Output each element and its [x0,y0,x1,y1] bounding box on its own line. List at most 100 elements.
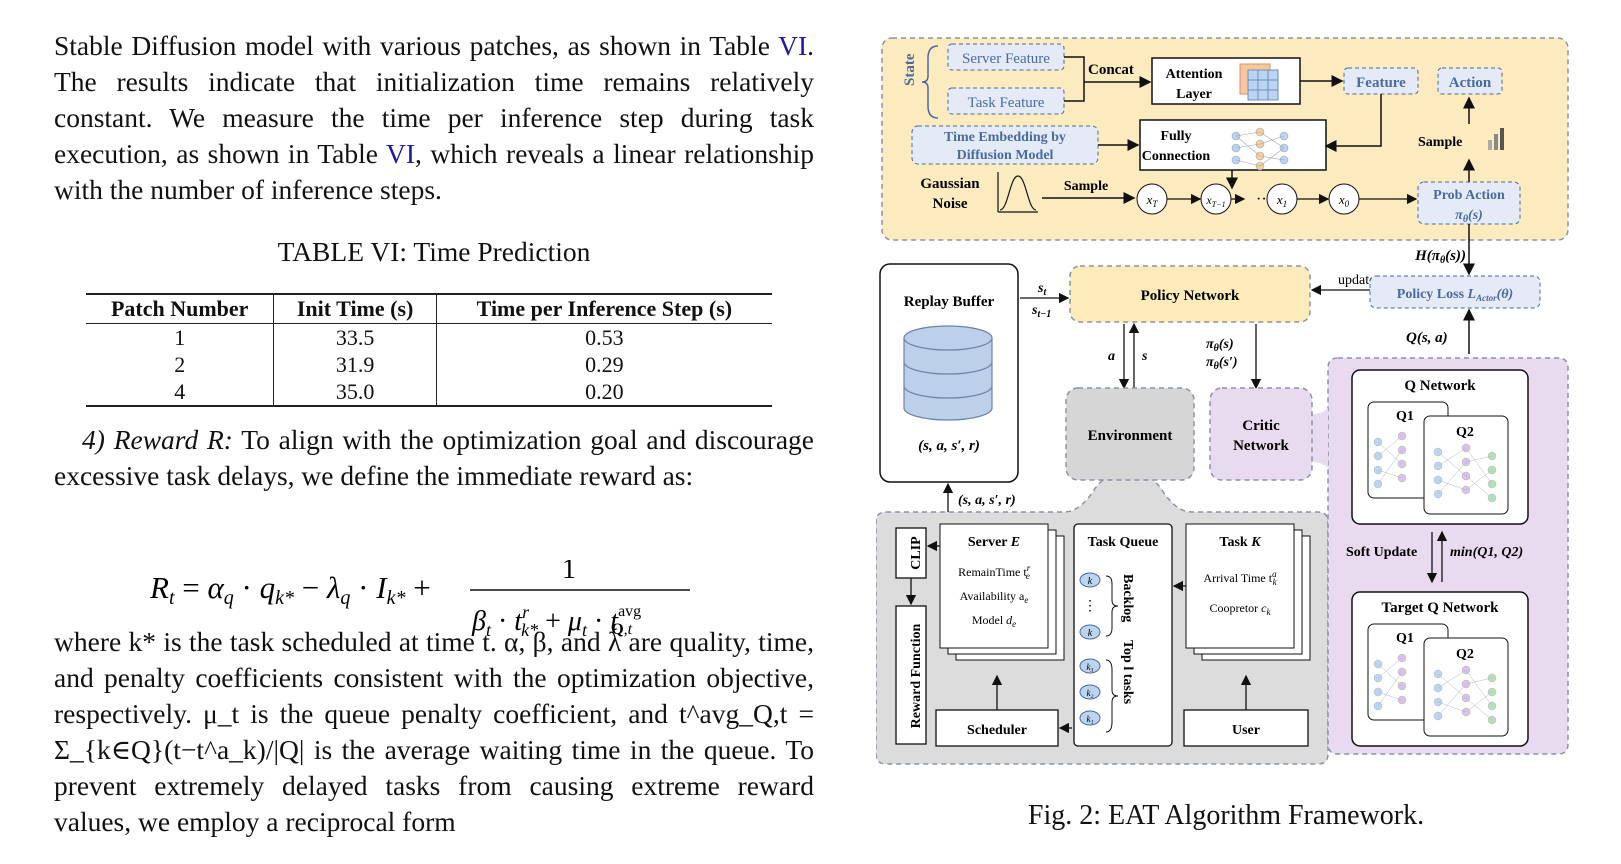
svg-text:Q1: Q1 [1396,631,1414,646]
table-caption: TABLE VI: Time Prediction [277,236,591,267]
svg-text:Time Embedding by: Time Embedding by [944,130,1066,145]
svg-text:Connection: Connection [1142,149,1211,164]
state-label: State [902,53,918,86]
svg-text:k₁: k₁ [1086,714,1093,724]
svg-text:Reward Function: Reward Function [909,623,924,728]
svg-text:(s, a, s′, r): (s, a, s′, r) [918,438,980,454]
svg-text:Replay Buffer: Replay Buffer [904,294,995,310]
svg-text:update: update [1338,273,1375,288]
svg-text:Task Queue: Task Queue [1088,535,1159,550]
svg-text:Soft Update: Soft Update [1346,545,1417,560]
svg-text:k₂: k₂ [1086,688,1093,698]
table-cell: 0.29 [435,351,772,378]
reward-heading: 4) Reward R: [82,424,233,455]
svg-text:CLIP: CLIP [909,536,924,570]
svg-text:Network: Network [1233,438,1289,454]
table-cell: 4 [86,378,274,407]
reward-function-box [895,605,927,745]
table-row: 1 33.5 0.53 [86,323,772,351]
table-row: 2 31.9 0.29 [86,351,772,378]
table-cell: 31.9 [273,351,437,378]
svg-text:Policy Loss LActor(θ): Policy Loss LActor(θ) [1397,287,1513,303]
svg-text:a: a [1108,349,1115,364]
bar-chart-icon [1488,128,1504,150]
table-header: Time per Inference Step (s) [435,293,772,324]
database-icon [903,325,993,421]
svg-text:Server E: Server E [968,535,1020,550]
table-cell: 0.53 [435,323,772,351]
svg-text:πθ(s): πθ(s) [1455,208,1483,225]
definition-section: where k* is the task scheduled at time t… [54,624,814,840]
table-header: Patch Number [86,293,274,324]
server-feature-box [947,43,1065,71]
svg-text:x0: x0 [1338,192,1350,209]
table-cell: 2 [174,352,186,377]
attention-grid-icon [1239,63,1279,101]
svg-text:st−1: st−1 [1031,303,1051,320]
svg-text:Model de: Model de [972,613,1016,629]
svg-text:Q Network: Q Network [1404,378,1476,394]
neural-net-icon [1231,127,1289,171]
svg-text:Coopretor ck: Coopretor ck [1210,601,1272,617]
table-ref-link[interactable]: VI [778,30,808,61]
critic-network-box [1209,387,1313,481]
figure-caption: Fig. 2: EAT Algorithm Framework. [1027,800,1425,831]
svg-text:Arrival Time tak: Arrival Time tak [1203,569,1277,587]
para1-text-a: Stable Diffusion model with various patc… [54,30,779,61]
svg-text:Sample: Sample [1064,179,1108,194]
svg-text:k₃: k₃ [1086,662,1093,672]
svg-text:⋮: ⋮ [1083,599,1097,614]
svg-text:Policy Network: Policy Network [1141,288,1240,304]
svg-text:Environment: Environment [1088,428,1173,444]
svg-text:πθ(s′): πθ(s′) [1206,355,1238,372]
queue-item [1079,572,1101,726]
svg-text:Availability ae: Availability ae [960,589,1029,605]
paragraph-table-ref: Stable Diffusion model with various patc… [54,28,814,208]
svg-text:Q1: Q1 [1396,409,1414,424]
table-ref-link[interactable]: VI [385,138,415,169]
svg-text:Target Q Network: Target Q Network [1382,600,1500,616]
svg-text:Q2: Q2 [1456,647,1474,662]
table-row: 4 35.0 0.20 [86,378,772,407]
svg-text:Backlog: Backlog [1120,574,1135,622]
table-cell: 33.5 [273,323,437,351]
reward-section: 4) Reward R: To align with the optimizat… [54,422,814,494]
reward-text: To align with the optimization goal and … [54,424,814,491]
table-cell: 0.20 [435,378,772,407]
table-header-row: Patch Number Init Time (s) Time per Infe… [86,293,772,324]
gaussian-curve [997,172,1038,213]
svg-text:Prob Action: Prob Action [1433,188,1505,203]
time-prediction-table: Patch Number Init Time (s) Time per Infe… [86,293,772,407]
svg-text:(s, a, s′, r): (s, a, s′, r) [958,493,1016,508]
definition-paragraph: where k* is the task scheduled at time t… [54,626,814,837]
svg-text:Sample: Sample [1418,135,1462,150]
table-cell: 1 [174,325,186,350]
reward-paragraph: 4) Reward R: To align with the optimizat… [54,422,814,494]
server-e-card [939,523,1049,649]
svg-text:Gaussian: Gaussian [920,176,980,192]
q-network-net-icon [1373,431,1497,503]
svg-text:Q2: Q2 [1456,425,1474,440]
action-box [1437,67,1503,95]
svg-text:Task K: Task K [1219,535,1262,550]
svg-text:x1: x1 [1276,192,1287,209]
scheduler-box [935,709,1059,747]
clip-box [895,527,927,579]
svg-text:k: k [1088,576,1093,587]
task-feature-label: Task Feature [968,95,1045,111]
eat-framework-figure: State Server Feature Task Feature Concat… [875,36,1576,796]
para1-text-c: , which reveals a linear relationship wi… [54,138,814,205]
target-q-net-icon [1373,653,1497,725]
eq-numerator: 1 [562,560,576,585]
policy-network-box [1069,265,1311,323]
svg-text:H(πθ(s)): H(πθ(s)) [1414,248,1466,266]
svg-text:Diffusion Model: Diffusion Model [957,148,1054,163]
svg-text:πθ(s): πθ(s) [1206,337,1234,354]
para1-text-b: . The results indicate that initializati… [54,30,814,169]
svg-text:k: k [1088,628,1093,639]
svg-text:RemainTime tre: RemainTime tre [958,563,1031,581]
svg-text:Action: Action [1449,75,1492,91]
concat-label: Concat [1088,62,1134,78]
